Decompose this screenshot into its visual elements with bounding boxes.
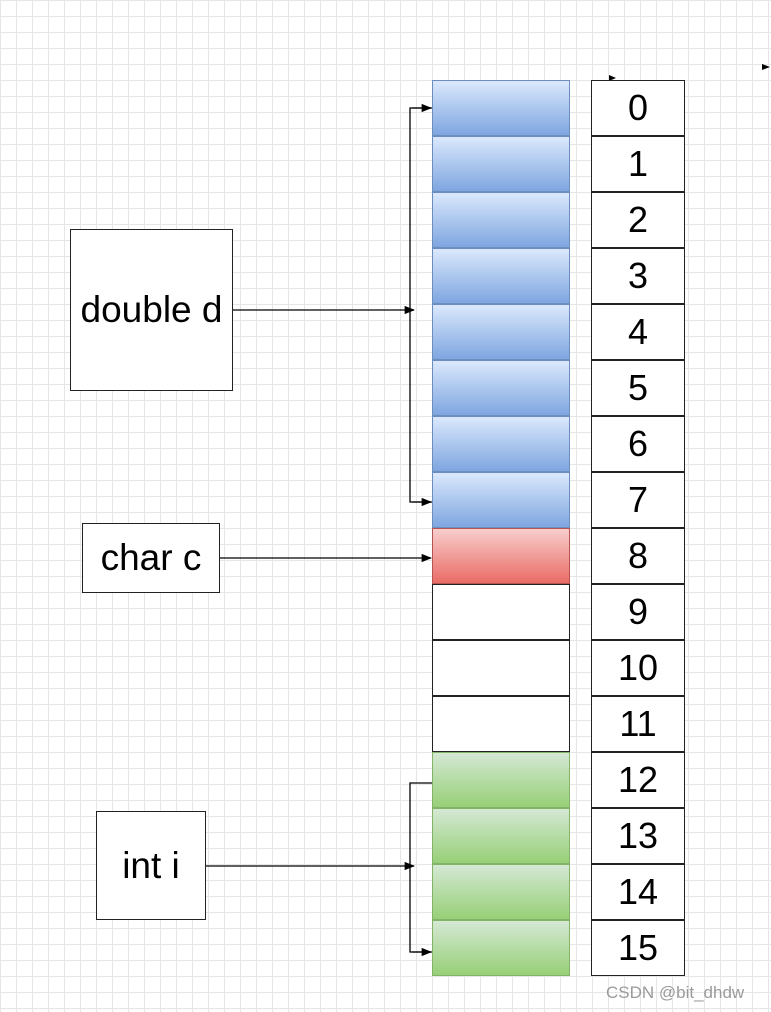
- offset-label: 0: [591, 80, 685, 136]
- memory-cell-double: [432, 304, 570, 360]
- offset-label: 5: [591, 360, 685, 416]
- offset-label: 13: [591, 808, 685, 864]
- offset-label: 9: [591, 584, 685, 640]
- memory-cell-double: [432, 472, 570, 528]
- offset-label: 10: [591, 640, 685, 696]
- offset-label: 12: [591, 752, 685, 808]
- memory-cell-double: [432, 248, 570, 304]
- double-d-label: double d: [70, 229, 233, 391]
- memory-cell-int: [432, 920, 570, 976]
- memory-cell-char: [432, 528, 570, 584]
- memory-cell-padding: [432, 696, 570, 752]
- memory-cell-double: [432, 136, 570, 192]
- offset-label: 3: [591, 248, 685, 304]
- memory-cell-double: [432, 360, 570, 416]
- int-bracket: [409, 782, 432, 953]
- memory-cell-double: [432, 80, 570, 136]
- memory-cell-double: [432, 192, 570, 248]
- offset-label: 6: [591, 416, 685, 472]
- double-bracket: [409, 107, 432, 503]
- memory-cell-int: [432, 808, 570, 864]
- stray-arrowhead: [762, 64, 770, 70]
- offset-label: 11: [591, 696, 685, 752]
- memory-cell-padding: [432, 640, 570, 696]
- int-i-label: int i: [96, 811, 206, 920]
- char-c-label: char c: [82, 523, 220, 593]
- offset-label: 8: [591, 528, 685, 584]
- memory-cell-double: [432, 416, 570, 472]
- offset-label: 2: [591, 192, 685, 248]
- memory-cell-padding: [432, 584, 570, 640]
- memory-cell-int: [432, 752, 570, 808]
- stray-arrowhead: [609, 75, 616, 81]
- offset-label: 15: [591, 920, 685, 976]
- offset-label: 1: [591, 136, 685, 192]
- memory-cell-int: [432, 864, 570, 920]
- offset-label: 7: [591, 472, 685, 528]
- offset-label: 4: [591, 304, 685, 360]
- offset-label: 14: [591, 864, 685, 920]
- watermark: CSDN @bit_dhdw: [606, 983, 745, 1002]
